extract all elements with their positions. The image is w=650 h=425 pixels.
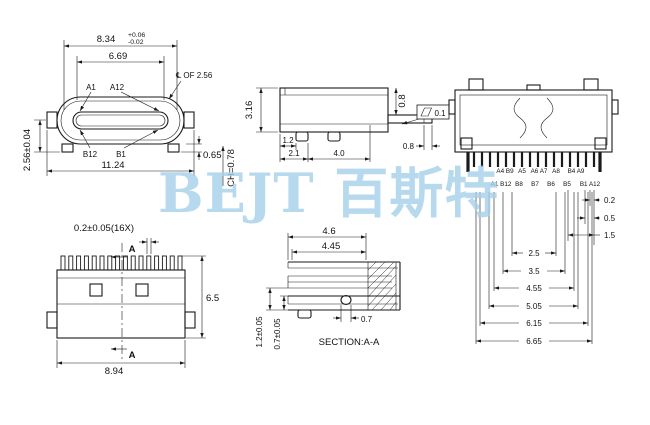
pin-map-top-1: A4 B9 [496, 168, 514, 175]
dim-pitch-1: 2.5 [528, 249, 540, 258]
dim-chamfer: CH=0.78 [226, 149, 237, 187]
dim-section-outer: 4.6 [322, 226, 335, 237]
dim-height: 2.56±0.04 [22, 129, 33, 171]
front-view-outline [46, 96, 195, 153]
dim-contact-height: 0.7±0.05 [273, 318, 282, 350]
section-view-dimension-lines [266, 233, 367, 322]
dim-bump: 0.7 [361, 315, 373, 324]
side-view-outline [279, 87, 433, 142]
pin-label-a12: A12 [110, 83, 125, 92]
pin-map-top-3: A6 A7 [531, 168, 548, 175]
pin-map-bottom-5: B5 [563, 181, 571, 188]
pin-map-top-4: A8 [552, 168, 560, 175]
pin-map-bottom-1: A1 B12 [491, 181, 512, 188]
pin-map-bottom-3: B7 [531, 181, 539, 188]
dim-pitch-2: 3.5 [528, 267, 540, 276]
dim-foot-pitch-b: 4.0 [333, 149, 345, 158]
plan-view: 0.2±0.05(16X) A A 6.5 8.94 [46, 223, 219, 377]
pin-label-b12: B12 [83, 150, 98, 159]
plan-pin-comb [60, 255, 183, 271]
dim-tongue-thickness: 1.2±0.05 [255, 316, 264, 348]
pin-map-top-2: A5 [518, 168, 526, 175]
pin-label-b1: B1 [116, 150, 126, 159]
dim-body-width: 8.94 [105, 366, 124, 377]
rear-pins [472, 152, 596, 167]
dim-right-1: 0.2 [604, 196, 616, 205]
front-view-dimension-lines [34, 40, 225, 186]
dim-pitch-3: 4.55 [526, 284, 542, 293]
dim-section-inner: 4.45 [322, 241, 341, 252]
side-view-dimension-lines [256, 87, 440, 162]
dim-shell-top: 0.8 [397, 94, 408, 107]
dim-standoff: 0.65 [203, 150, 222, 161]
pin-label-a1: A1 [86, 83, 96, 92]
dim-pitch-6: 6.65 [526, 337, 542, 346]
flatness-tolerance-value: 0.1 [434, 109, 446, 118]
dim-pitch-5: 6.15 [526, 319, 542, 328]
dim-foot-pitch-a: 2.1 [288, 149, 300, 158]
dim-shell-width: 8.34 [97, 34, 116, 45]
dim-right-2: 0.5 [604, 214, 616, 223]
dim-overall-width: 11.24 [101, 160, 124, 171]
centerline-note: ℄ OF 2.56 [176, 71, 213, 80]
front-view: 8.34 +0.06 -0.02 6.69 A1 A12 ℄ OF 2.56 B… [22, 32, 237, 187]
section-title: SECTION:A-A [319, 337, 380, 348]
dim-foot-offset: 1.2 [282, 136, 294, 145]
rear-posts [466, 152, 602, 172]
dim-pitch-4: 5.05 [526, 302, 542, 311]
plan-view-outline [46, 269, 196, 339]
dim-opening-width: 6.69 [109, 51, 128, 62]
section-view-outline [287, 261, 401, 319]
dim-shell-width-tol-minus: -0.02 [128, 39, 144, 46]
pin-map-bottom-4: B6 [547, 181, 555, 188]
dim-depth: 6.5 [206, 293, 219, 304]
dim-side-height: 3.16 [244, 101, 255, 120]
watermark-text: BEJT 百斯特 [158, 161, 499, 225]
pin-map-bottom-2: B8 [515, 181, 523, 188]
side-view: 0.1 3.16 0.8 1.2 2.1 4.0 0.8 [244, 87, 450, 162]
pin-map-top-5: B4 A9 [568, 168, 585, 175]
pin-pitch-dimension-lines [475, 190, 600, 344]
dim-pin-width-note: 0.2±0.05(16X) [74, 223, 134, 234]
pin-map-bottom-6: B1 A12 [580, 181, 601, 188]
dim-shell-width-tol-plus: +0.06 [128, 32, 145, 39]
rear-view: A4 B9 A5 A6 A7 A8 B4 A9 A1 B12 B8 B7 B6 … [448, 78, 619, 346]
plan-view-dimension-lines [56, 238, 206, 368]
section-view: 4.6 4.45 1.2±0.05 0.7±0.05 0.7 SECTION:A… [255, 226, 401, 350]
dim-right-3: 1.5 [604, 231, 616, 240]
flatness-symbol-icon [420, 107, 432, 117]
dim-lead-length: 0.8 [403, 142, 415, 151]
section-marker-bottom: A [129, 350, 136, 361]
rear-view-outline [448, 78, 619, 153]
section-marker-top: A [129, 244, 136, 255]
